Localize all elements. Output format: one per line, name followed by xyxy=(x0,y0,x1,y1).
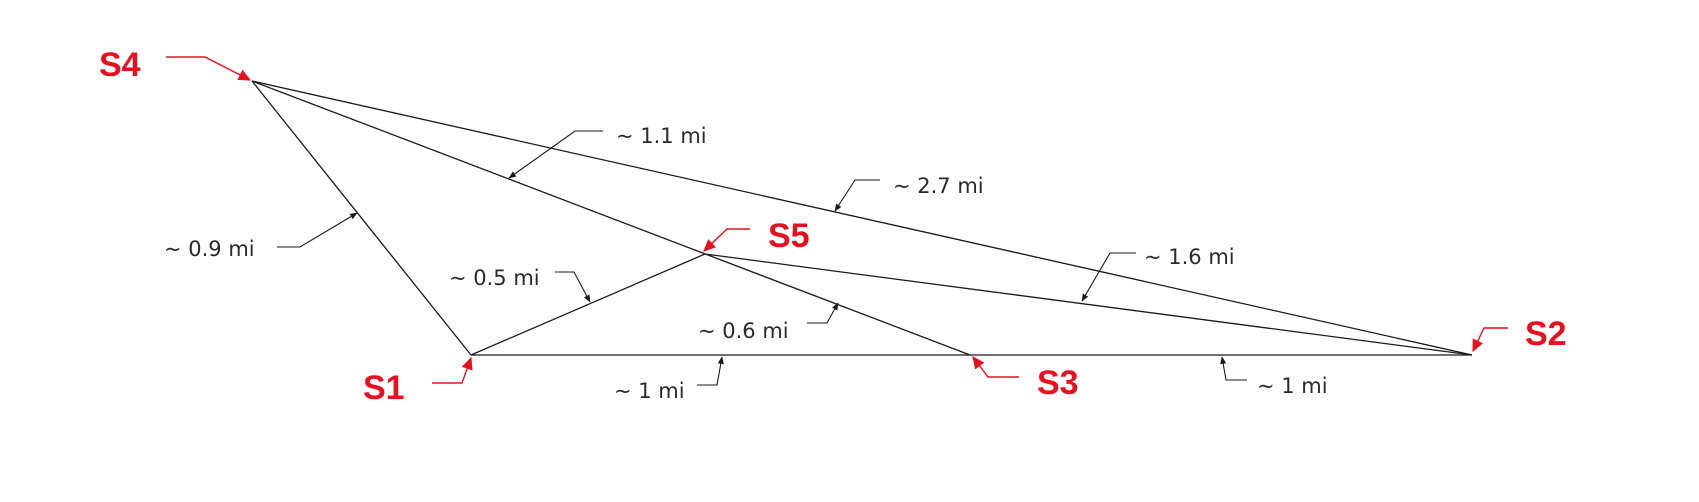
station-label-s2: S2 xyxy=(1525,315,1567,353)
edge-label-s5-s3: ~ 0.6 mi xyxy=(698,319,789,343)
leader-s5-s2 xyxy=(1081,252,1136,302)
edge-s1-s5 xyxy=(470,253,706,356)
station-label-s5: S5 xyxy=(768,217,810,255)
pointer-s4 xyxy=(166,56,252,81)
leader-s1-s5 xyxy=(555,271,591,303)
edge-s4-s1 xyxy=(251,80,472,356)
pointer-s5 xyxy=(703,228,750,252)
distance-labels: ~ 2.7 mi ~ 1.1 mi ~ 0.9 mi ~ 0.5 mi ~ 0.… xyxy=(164,124,1328,403)
station-label-s4: S4 xyxy=(99,46,141,84)
edge-label-s4-s3: ~ 1.1 mi xyxy=(616,124,707,148)
edge-label-s1-s5: ~ 0.5 mi xyxy=(449,266,540,290)
station-labels: S4 S1 S5 S3 S2 xyxy=(99,46,1567,407)
edge-label-s5-s2: ~ 1.6 mi xyxy=(1144,245,1235,269)
edge-label-s4-s2: ~ 2.7 mi xyxy=(893,174,984,198)
leader-s4-s2 xyxy=(834,179,880,212)
distance-leaders xyxy=(277,130,1247,386)
station-label-s1: S1 xyxy=(363,369,405,407)
edge-lines xyxy=(251,80,1473,356)
station-label-s3: S3 xyxy=(1037,364,1079,402)
pointer-s1 xyxy=(432,356,473,384)
edge-label-s3-s2: ~ 1 mi xyxy=(1257,374,1328,398)
pointer-s2 xyxy=(1472,327,1508,353)
edge-s4-s3 xyxy=(251,80,971,356)
leader-s3-s2 xyxy=(1220,356,1247,381)
edge-s5-s2 xyxy=(704,253,1473,356)
edge-label-s4-s1: ~ 0.9 mi xyxy=(164,237,255,261)
edge-s4-s2 xyxy=(251,80,1473,356)
station-pointers xyxy=(166,56,1508,384)
edge-label-s1-s3: ~ 1 mi xyxy=(614,379,685,403)
leader-s4-s1 xyxy=(277,212,358,248)
leader-s5-s3 xyxy=(807,302,839,324)
leader-s4-s3 xyxy=(508,130,603,179)
leader-s1-s3 xyxy=(697,356,724,386)
pointer-s3 xyxy=(972,355,1019,378)
